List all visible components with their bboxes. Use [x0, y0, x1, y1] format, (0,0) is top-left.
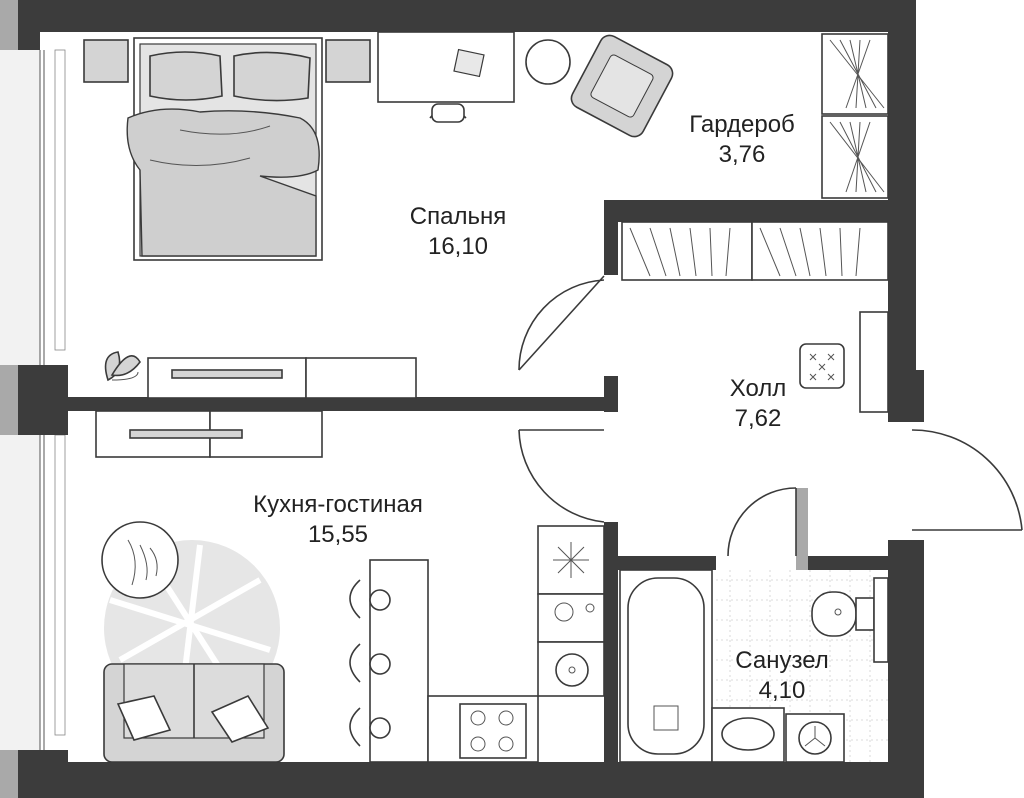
room-name: Спальня [409, 203, 507, 230]
tv-unit-bedroom [147, 357, 417, 399]
plant-icon [104, 351, 141, 382]
room-name: Санузел [735, 647, 829, 674]
kitchen-sink [555, 653, 589, 687]
bathtub [619, 569, 713, 763]
fridge-icon [553, 542, 589, 578]
washing-icon [554, 602, 595, 622]
room-name: Кухня-гостиная [253, 491, 423, 518]
room-label-hall: Холл 7,62 [730, 374, 787, 434]
bar-stools [349, 579, 391, 747]
laptop-icon [453, 48, 485, 78]
wardrobe-hall [621, 221, 889, 281]
kitchen-cabinets [459, 525, 605, 759]
bar-stool-2 [349, 643, 391, 683]
door-bedroom [518, 275, 605, 371]
room-label-wardrobe: Гардероб 3,76 [689, 110, 795, 170]
room-area: 4,10 [758, 677, 806, 704]
door-living [518, 429, 605, 523]
bed [83, 37, 371, 261]
sofa [103, 663, 285, 763]
room-label-kitchen-living: Кухня-гостиная 15,55 [253, 490, 423, 550]
tv-unit-living [95, 410, 323, 458]
room-name: Гардероб [689, 111, 795, 138]
stove [459, 703, 527, 759]
armchair [570, 34, 674, 138]
outer-walls [18, 0, 924, 798]
wardrobe-storage-top [821, 33, 889, 199]
desk-chair [429, 103, 467, 123]
room-area: 16,10 [427, 233, 489, 260]
radiator-bedroom [54, 49, 66, 351]
bar-stool-1 [349, 579, 391, 619]
door-entrance [911, 429, 1023, 531]
desk [377, 31, 515, 123]
bathroom-shelf [873, 577, 889, 663]
washing-machine [785, 713, 845, 763]
door-bathroom [727, 487, 797, 557]
coffee-table [101, 521, 179, 599]
hall-bench [859, 311, 889, 413]
room-label-bathroom: Санузел 4,10 [735, 646, 829, 706]
room-area: 15,55 [307, 521, 369, 548]
bathroom-sink [711, 707, 785, 763]
radiator-living [54, 434, 66, 736]
round-table [525, 39, 571, 85]
toilet [811, 591, 875, 637]
room-area: 3,76 [718, 141, 766, 168]
room-label-bedroom: Спальня 16,10 [410, 202, 506, 262]
room-name: Холл [729, 375, 787, 402]
bar-stool-3 [349, 707, 391, 747]
pouf [799, 343, 845, 389]
room-area: 7,62 [734, 405, 782, 432]
interior-walls [68, 200, 888, 762]
